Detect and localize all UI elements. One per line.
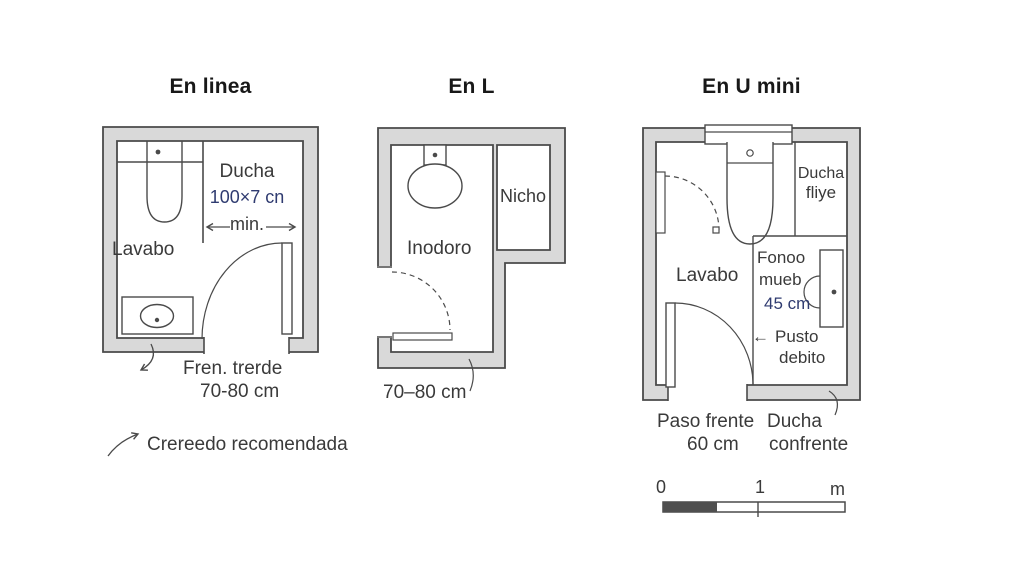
label-min: min. [229, 214, 264, 234]
u-door-stop-marker [712, 226, 720, 234]
toilet-bowl-icon [407, 163, 463, 209]
linea-wall-outline [102, 126, 319, 353]
note-l-width: 70–80 cm [383, 382, 467, 403]
left-arrow-icon: ← [752, 327, 769, 346]
linea-door-swing-arc [201, 242, 283, 340]
plan-l-drawing [376, 127, 566, 392]
u-lower-door-leaf [665, 302, 676, 388]
footnote-arrow-icon [107, 432, 140, 457]
note-ducha-line1: Ducha [767, 411, 822, 432]
scale-label-one: 1 [755, 477, 766, 497]
l-width-leader-line [468, 358, 474, 392]
front-note-arrow-icon [139, 343, 155, 371]
l-door-swing-arc-dashed [391, 271, 451, 331]
vanity-drain-dot-icon [831, 289, 837, 295]
vanity-counter-icon [819, 249, 844, 328]
l-door-opening [376, 266, 392, 338]
label-pusto-line2: debito [779, 348, 826, 367]
linea-door-leaf [281, 242, 293, 335]
label-cabinet-line2: mueb [759, 270, 802, 289]
scale-bar-filled-segment [663, 502, 717, 512]
plan-l-title: En L [448, 75, 495, 98]
note-front-line2: 70-80 cm [200, 381, 280, 402]
u-upper-door-leaf [655, 171, 666, 234]
u-door-opening [668, 383, 747, 402]
toilet-flush-circle-icon [746, 149, 754, 157]
label-lavabo: Lavabo [112, 239, 175, 260]
label-nicho: Nicho [499, 186, 547, 206]
label-cabinet-line1: Fonoo [757, 248, 806, 267]
toilet-flush-dot-icon [155, 149, 161, 155]
label-shower-dimension: 100×7 cn [209, 187, 285, 207]
toilet-bowl-icon [726, 142, 774, 245]
plan-linea-title: En linea [169, 75, 252, 98]
label-cabinet-depth: 45 cm [764, 294, 811, 313]
note-front-line1: Fren. trerde [183, 358, 283, 379]
window-icon [704, 124, 793, 145]
u-lower-door-swing-arc [674, 302, 754, 386]
u-upper-door-swing-arc-dashed [664, 175, 720, 231]
l-door-jambs [377, 266, 392, 338]
label-ducha: Ducha [219, 161, 275, 182]
sink-drain-dot-icon [154, 317, 160, 323]
scale-label-unit: m [830, 479, 845, 499]
label-pusto-row: ← Pusto [752, 327, 819, 347]
toilet-bowl-icon [146, 162, 183, 223]
toilet-tank-icon [117, 141, 203, 163]
sink-counter-icon [121, 296, 194, 335]
linea-door-opening [204, 336, 289, 355]
u-ducha-leader-line [828, 390, 839, 416]
sink-basin-icon [139, 303, 175, 329]
u-zone-partitions [752, 142, 847, 385]
note-paso-line1: Paso frente [657, 411, 755, 432]
label-inodoro: Inodoro [407, 238, 472, 259]
note-paso-line2: 60 cm [687, 434, 739, 455]
note-ducha-line2: confrente [769, 434, 849, 455]
plan-u-drawing [642, 124, 861, 416]
label-ducha-fija-line1: Ducha [797, 165, 845, 182]
l-door-leaf [392, 332, 453, 341]
label-pusto-line1: Pusto [775, 327, 819, 346]
scale-bar-drawing [662, 501, 846, 517]
label-lavabo-u: Lavabo [676, 265, 739, 286]
vanity-basin-icon [803, 275, 821, 309]
footnote-text: Crereedo recomendada [147, 434, 348, 455]
toilet-flush-dot-icon [432, 152, 438, 158]
plan-linea-drawing [102, 126, 319, 457]
linea-door-jambs [203, 337, 290, 354]
scale-label-zero: 0 [656, 477, 667, 497]
plan-u-title: En U mini [702, 75, 801, 98]
label-ducha-fija-line2: fliye [805, 183, 837, 202]
